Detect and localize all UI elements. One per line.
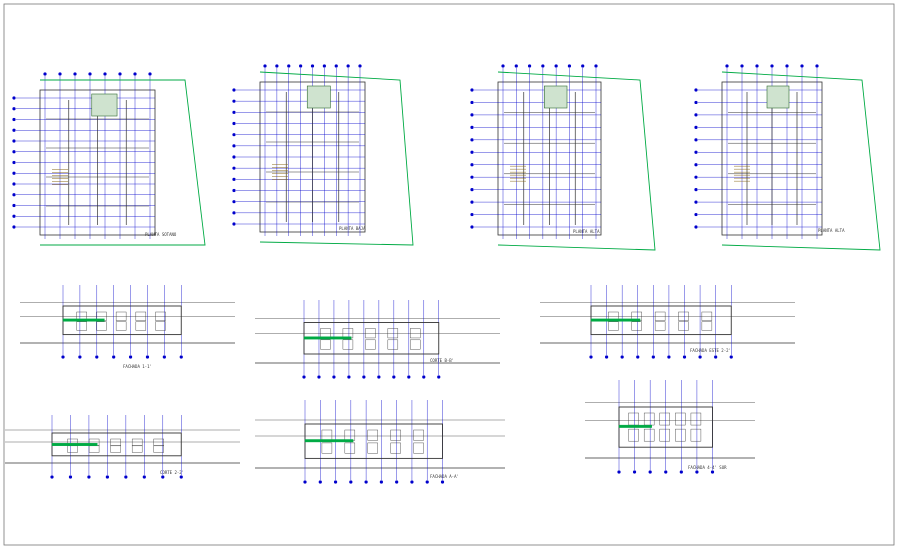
elevation-4-caption: CORTE 2-2' — [160, 470, 184, 475]
plan-2 — [232, 64, 414, 246]
elevation-4 — [5, 415, 240, 479]
elevation-3 — [540, 285, 795, 359]
plan-1 — [12, 72, 206, 246]
elevation-1-caption: FACHADA 1-1' — [123, 364, 152, 369]
elevation-6-caption: FACHADA 4-4' SUR — [688, 465, 727, 470]
plan-3-caption: PLANTA ALTA — [573, 229, 600, 234]
elevation-5-caption: FACHADA A-A' — [430, 474, 459, 479]
elevation-3-caption: FACHADA ESTE 2-2' — [690, 348, 731, 353]
elevation-2 — [255, 300, 500, 379]
elevation-2-caption: CORTE B-B' — [430, 358, 454, 363]
plan-1-caption: PLANTA SOTANO — [145, 232, 177, 237]
plan-4 — [694, 64, 881, 251]
plan-2-caption: PLANTA BAJA — [339, 226, 366, 231]
elevation-1 — [20, 285, 235, 359]
sheet-border — [3, 3, 895, 546]
elevation-5 — [255, 400, 505, 484]
elevation-6 — [585, 380, 755, 474]
plan-3 — [470, 64, 656, 251]
plan-4-caption: PLANTA ALTA — [818, 228, 845, 233]
